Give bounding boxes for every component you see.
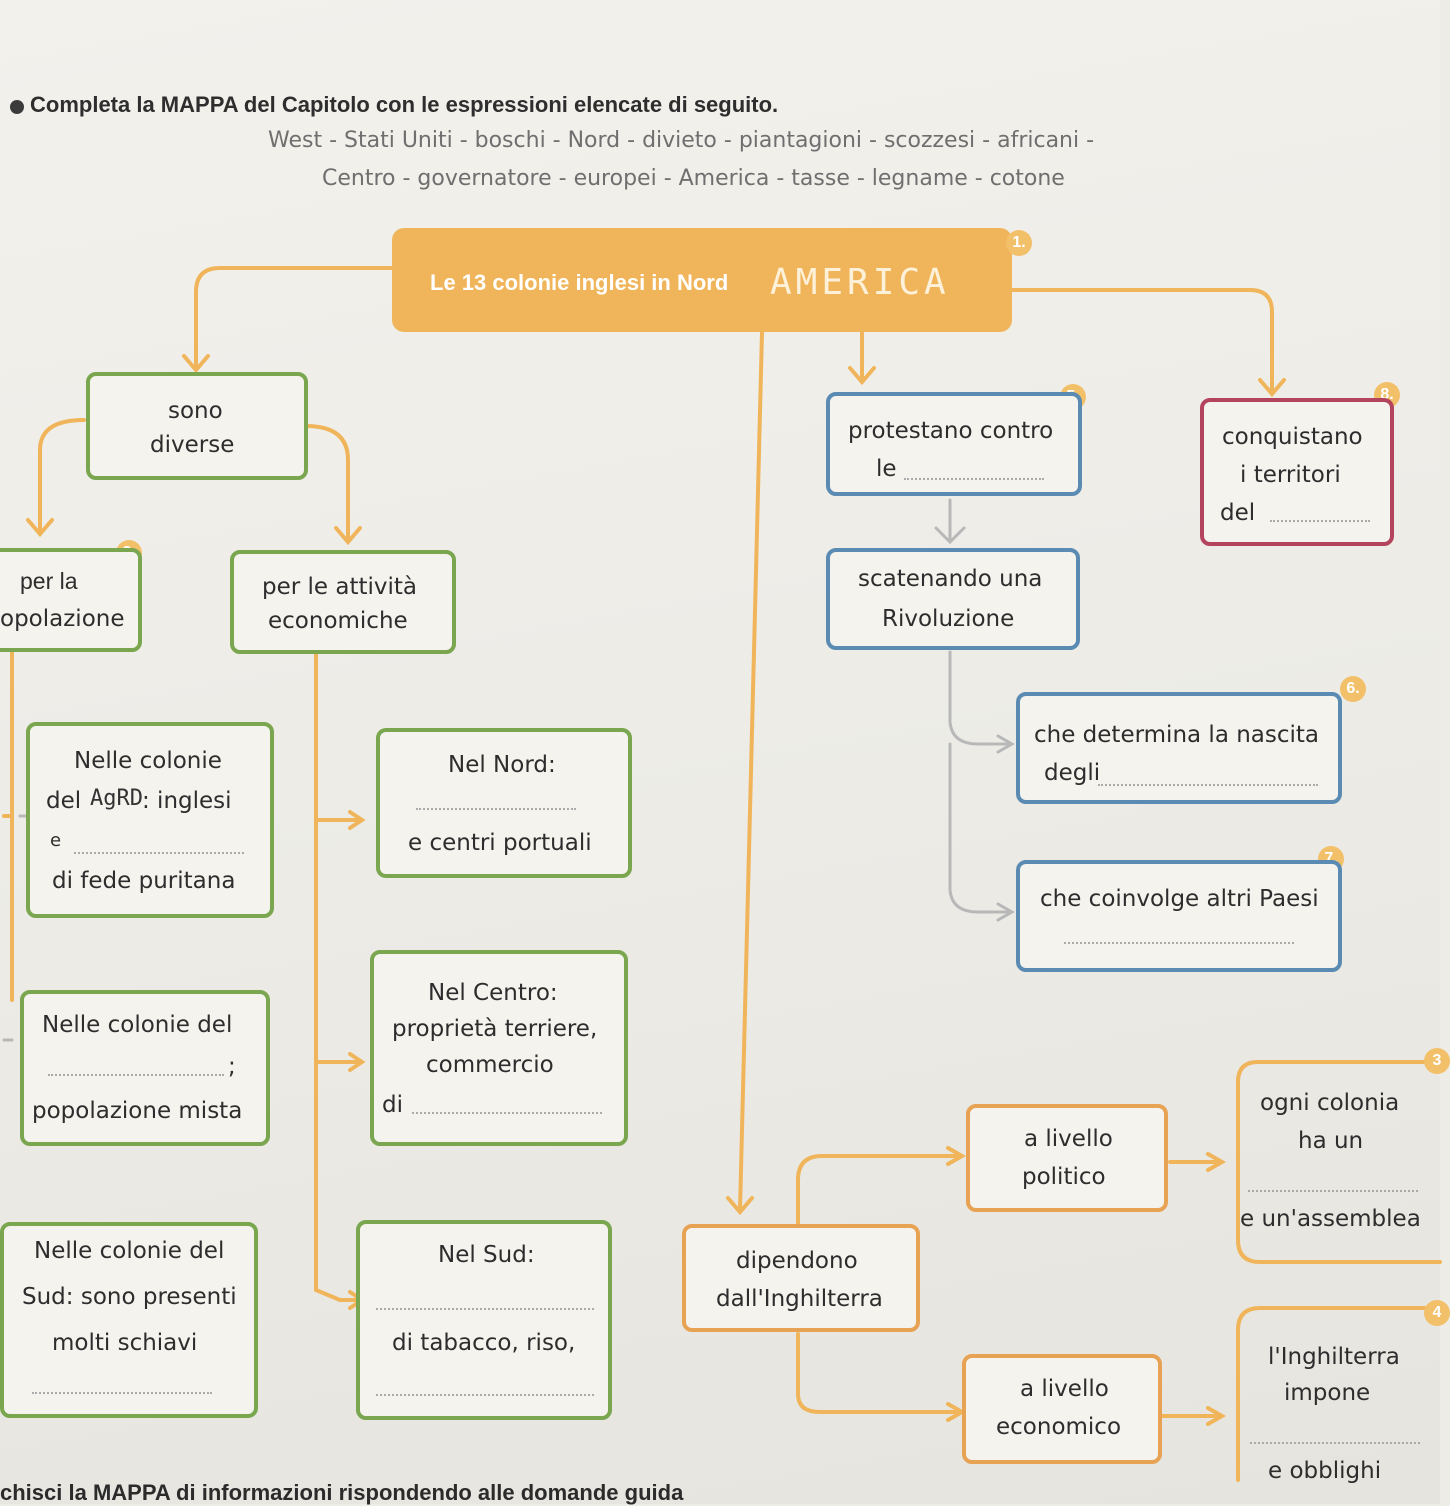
bullet-icon bbox=[10, 100, 24, 114]
economico-l2: economico bbox=[996, 1414, 1122, 1440]
box-nel-nord bbox=[376, 728, 632, 878]
colonie-centro-semicolon: ; bbox=[228, 1054, 236, 1080]
blank-protestano[interactable] bbox=[904, 476, 1044, 480]
nel-centro-l1: Nel Centro: bbox=[428, 980, 558, 1006]
colonie-nord-e: e bbox=[50, 830, 62, 851]
box-nel-sud bbox=[356, 1220, 612, 1420]
box-sono-diverse bbox=[86, 372, 308, 480]
blank-ogni-colonia[interactable] bbox=[1248, 1188, 1418, 1192]
colonie-nord-l1: Nelle colonie bbox=[74, 748, 222, 774]
map-title-printed: Le 13 colonie inglesi in Nord bbox=[430, 270, 729, 295]
number-badge-1: 1. bbox=[1006, 230, 1032, 256]
colonie-sud-l3: molti schiavi bbox=[52, 1330, 198, 1356]
box-determina bbox=[1016, 692, 1342, 804]
conquistano-l3: del bbox=[1220, 500, 1256, 526]
attivita-label-2: economiche bbox=[268, 608, 408, 634]
blank-coinvolge[interactable] bbox=[1064, 940, 1294, 944]
conquistano-l2: i territori bbox=[1240, 462, 1341, 488]
scatenando-l1: scatenando una bbox=[858, 566, 1043, 592]
colonie-nord-del: del bbox=[46, 788, 82, 814]
number-badge-3: 3 bbox=[1424, 1048, 1450, 1074]
popolazione-label: opolazione bbox=[0, 606, 125, 632]
map-title-box bbox=[392, 228, 1012, 332]
sono-label: sono bbox=[168, 398, 223, 424]
colonie-nord-inglesi: : inglesi bbox=[142, 788, 232, 814]
colonie-nord-handwritten: AgRD bbox=[90, 786, 143, 811]
box-coinvolge bbox=[1016, 860, 1342, 972]
ogni-colonia-l3: e un'assemblea bbox=[1240, 1206, 1421, 1232]
box-attivita bbox=[230, 550, 456, 654]
box-colonie-sud bbox=[0, 1222, 258, 1418]
attivita-label-1: per le attività bbox=[262, 574, 418, 600]
colonie-nord-l4: di fede puritana bbox=[52, 868, 236, 894]
nel-sud-l1: Nel Sud: bbox=[438, 1242, 535, 1268]
nel-centro-l2: proprietà terriere, bbox=[392, 1016, 598, 1042]
blank-colonie-nord[interactable] bbox=[74, 850, 244, 854]
box-dipendono bbox=[682, 1224, 920, 1332]
blank-inghilterra[interactable] bbox=[1250, 1440, 1420, 1444]
map-title-handwritten: AMERICA bbox=[770, 262, 950, 303]
blank-determina[interactable] bbox=[1098, 782, 1318, 786]
blank-nel-sud-2[interactable] bbox=[376, 1392, 594, 1396]
diverse-label: diverse bbox=[150, 432, 235, 458]
protestano-l1: protestano contro bbox=[848, 418, 1054, 444]
per-la-label: per la bbox=[20, 568, 78, 594]
nel-centro-l3: commercio bbox=[426, 1052, 554, 1078]
nel-nord-l1: Nel Nord: bbox=[448, 752, 556, 778]
blank-colonie-centro[interactable] bbox=[48, 1072, 224, 1076]
ogni-colonia-l2: ha un bbox=[1298, 1128, 1364, 1154]
ogni-colonia-l1: ogni colonia bbox=[1260, 1090, 1400, 1116]
politico-l2: politico bbox=[1022, 1164, 1106, 1190]
colonie-centro-l1: Nelle colonie del bbox=[42, 1012, 233, 1038]
economico-l1: a livello bbox=[1020, 1376, 1109, 1402]
blank-nel-sud-1[interactable] bbox=[376, 1306, 594, 1310]
coinvolge-l1: che coinvolge altri Paesi bbox=[1040, 886, 1319, 912]
nel-sud-l3: di tabacco, riso, bbox=[392, 1330, 576, 1356]
blank-colonie-sud[interactable] bbox=[32, 1390, 212, 1394]
colonie-sud-l1: Nelle colonie del bbox=[34, 1238, 225, 1264]
inghilterra-l3: e obblighi bbox=[1268, 1458, 1382, 1484]
box-economico bbox=[962, 1354, 1162, 1464]
colonie-centro-l3: popolazione mista bbox=[32, 1098, 243, 1124]
protestano-l2: le bbox=[876, 456, 897, 482]
footer-instruction: chisci la MAPPA di informazioni risponde… bbox=[0, 1480, 684, 1505]
inghilterra-l2: impone bbox=[1284, 1380, 1371, 1406]
politico-l1: a livello bbox=[1024, 1126, 1113, 1152]
dipendono-l2: dall'Inghilterra bbox=[716, 1286, 883, 1312]
number-badge-6: 6. bbox=[1340, 676, 1366, 702]
determina-l2: degli bbox=[1044, 760, 1101, 786]
box-politico bbox=[966, 1104, 1168, 1212]
number-badge-4: 4 bbox=[1424, 1300, 1450, 1326]
box-colonie-nord bbox=[26, 722, 274, 918]
box-popolazione bbox=[0, 548, 142, 652]
box-scatenando bbox=[826, 548, 1080, 650]
dipendono-l1: dipendono bbox=[736, 1248, 858, 1274]
nel-nord-l3: e centri portuali bbox=[408, 830, 592, 856]
word-bank-line-1: West - Stati Uniti - boschi - Nord - div… bbox=[268, 128, 1095, 153]
blank-nel-centro[interactable] bbox=[412, 1110, 602, 1114]
conquistano-l1: conquistano bbox=[1222, 424, 1363, 450]
colonie-sud-l2: Sud: sono presenti bbox=[22, 1284, 237, 1310]
inghilterra-l1: l'Inghilterra bbox=[1268, 1344, 1400, 1370]
instruction-text: Completa la MAPPA del Capitolo con le es… bbox=[30, 92, 779, 117]
blank-nel-nord[interactable] bbox=[416, 806, 576, 810]
box-protestano bbox=[826, 392, 1082, 496]
scatenando-l2: Rivoluzione bbox=[882, 606, 1015, 632]
blank-conquistano[interactable] bbox=[1270, 518, 1370, 522]
nel-centro-l4: di bbox=[382, 1092, 403, 1118]
determina-l1: che determina la nascita bbox=[1034, 722, 1320, 748]
box-colonie-centro bbox=[20, 990, 270, 1146]
word-bank-line-2: Centro - governatore - europei - America… bbox=[322, 166, 1065, 191]
